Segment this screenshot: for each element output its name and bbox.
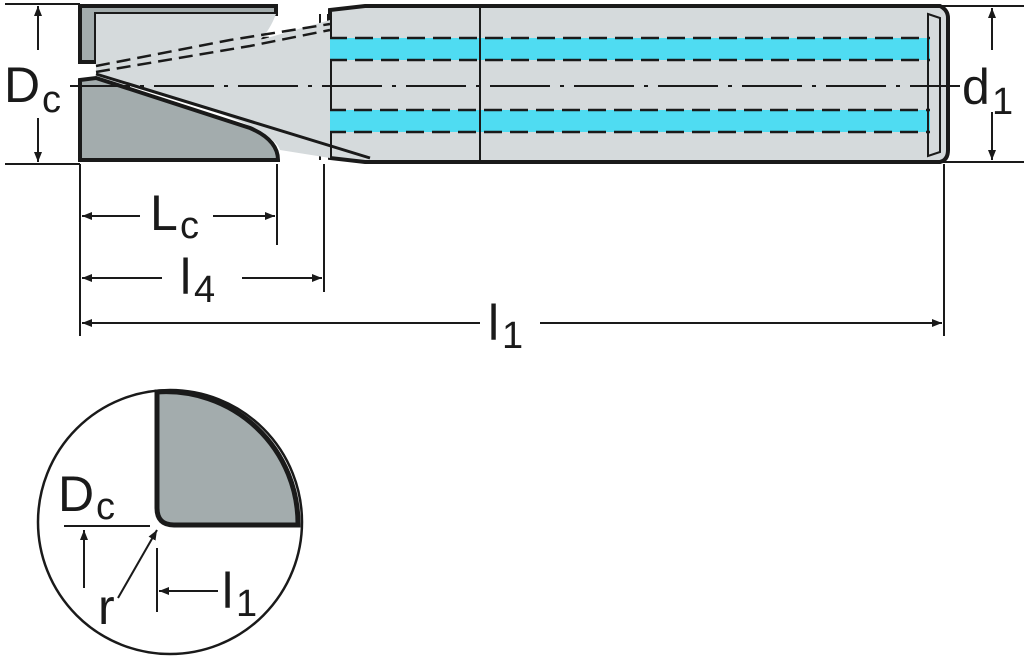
corner-detail: D c r l 1 <box>36 388 304 656</box>
detail-dc-label: D <box>58 466 94 522</box>
l4-label: l <box>180 249 191 305</box>
dimension-l1: l 1 <box>82 295 942 357</box>
coolant-channel-lower <box>330 110 930 132</box>
dimension-dc: D c <box>4 3 80 165</box>
cutting-head <box>78 4 371 162</box>
dimension-l4: l 4 <box>82 249 322 311</box>
l4-subscript: 4 <box>194 269 215 311</box>
lc-subscript: c <box>180 205 199 247</box>
insert <box>78 75 281 162</box>
detail-r-label: r <box>98 579 115 635</box>
coolant-channel-upper <box>330 38 930 60</box>
dc-subscript: c <box>42 79 61 121</box>
shank <box>225 4 950 164</box>
dc-label: D <box>4 57 40 113</box>
lc-label: L <box>150 185 178 241</box>
detail-l1-subscript: 1 <box>236 583 257 625</box>
dimension-lc: L c <box>82 185 275 247</box>
detail-l1-label: l <box>222 563 233 619</box>
l1-subscript: 1 <box>502 315 523 357</box>
dimension-d1: d 1 <box>940 5 1024 163</box>
detail-dc-subscript: c <box>96 486 115 528</box>
l1-label: l <box>488 295 499 351</box>
d1-label: d <box>962 59 990 115</box>
d1-subscript: 1 <box>992 81 1013 123</box>
